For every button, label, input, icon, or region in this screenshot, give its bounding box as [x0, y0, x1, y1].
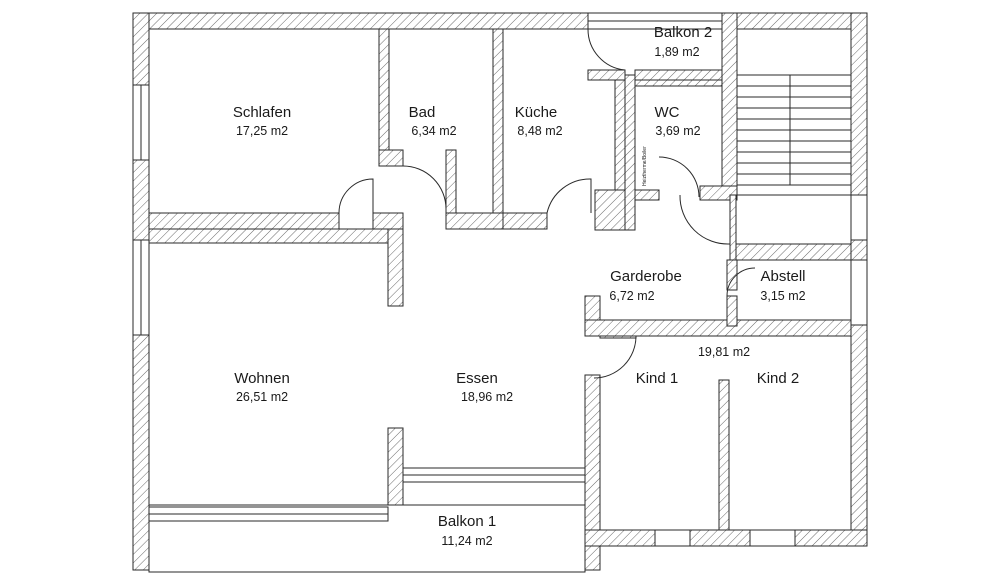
room-area-wohnen: 26,51 m2	[236, 390, 288, 404]
wall-kueche-right-upper	[614, 69, 626, 191]
room-name-schlafen: Schlafen	[233, 104, 291, 121]
outer-wall-right-upper	[850, 12, 868, 196]
wall-kueche-balkon2	[587, 69, 626, 81]
room-area-essen: 18,96 m2	[461, 390, 513, 404]
wall-wc-bottom-left	[634, 189, 660, 201]
door-abstell	[726, 267, 756, 297]
room-area-bad: 6,34 m2	[411, 124, 456, 138]
wall-bad-kueche	[492, 28, 504, 230]
doors	[338, 28, 756, 379]
room-name-wohnen: Wohnen	[234, 370, 290, 387]
room-name-balkon1: Balkon 1	[438, 513, 496, 530]
room-area-kueche: 8,48 m2	[517, 124, 562, 138]
wall-schlafen-bad	[378, 28, 390, 167]
outer-wall-right-mid	[850, 239, 868, 261]
wall-wohnen-top	[148, 228, 404, 244]
door-bad	[402, 165, 447, 210]
wall-kind-bottom-1	[584, 529, 656, 547]
wall-kind-bottom-2	[689, 529, 751, 547]
room-area-garderobe: 6,72 m2	[609, 289, 654, 303]
wall-stair-left	[729, 194, 737, 261]
windows	[132, 12, 868, 573]
room-name-balkon2: Balkon 2	[654, 24, 712, 41]
outer-wall-right-lower	[850, 324, 868, 546]
wall-garderobe-abstell-lower	[726, 295, 738, 327]
room-name-abstell: Abstell	[760, 268, 805, 285]
room-name-essen: Essen	[456, 370, 498, 387]
room-area-flur: 19,81 m2	[698, 345, 750, 359]
outer-wall-left-lower	[132, 334, 150, 571]
outer-wall-left-mid	[132, 159, 150, 241]
room-name-garderobe: Garderobe	[610, 268, 682, 285]
wall-wc-top	[634, 79, 723, 87]
outer-wall-left-upper	[132, 12, 150, 86]
room-area-balkon1: 11,24 m2	[441, 534, 492, 548]
wall-garderobe-bottom	[584, 319, 852, 337]
stair-outline	[736, 28, 852, 196]
door-kind1	[593, 335, 637, 379]
room-name-wc: WC	[655, 104, 680, 121]
window-kind2	[749, 529, 796, 547]
staircase	[736, 28, 852, 196]
room-area-wc: 3,69 m2	[655, 124, 700, 138]
wall-kind-divider	[718, 379, 730, 546]
door-wc	[658, 156, 700, 198]
room-area-abstell: 3,15 m2	[760, 289, 805, 303]
wall-balkon2-bottom	[634, 69, 723, 81]
wall-schlafen-bottom	[148, 212, 340, 230]
fixture-label: Heiztherme/Boiler	[642, 146, 648, 186]
door-abstell-stair	[679, 194, 731, 245]
walls	[132, 12, 868, 571]
room-name-bad: Bad	[409, 104, 436, 121]
room-name-kind1: Kind 1	[636, 370, 679, 387]
room-area-schlafen: 17,25 m2	[236, 124, 288, 138]
window-kind1	[654, 529, 691, 547]
outer-wall-top-right	[721, 12, 868, 30]
wall-schlafen-bottom-right	[372, 212, 404, 230]
wall-wohnen-right-upper	[387, 228, 404, 307]
room-name-kueche: Küche	[515, 104, 558, 121]
wall-bad-corner	[378, 149, 404, 167]
wall-balkon2-right	[721, 12, 738, 196]
wall-kind-bottom-3	[794, 529, 868, 547]
door-schlafen	[338, 178, 374, 214]
wall-kind1-top	[599, 335, 637, 339]
room-area-balkon2: 1,89 m2	[654, 45, 699, 59]
room-labels: Schlafen 17,25 m2 Bad 6,34 m2 Küche 8,48…	[233, 24, 806, 548]
wall-bad-bottom	[445, 212, 504, 230]
outer-wall-top-left	[132, 12, 589, 30]
room-name-kind2: Kind 2	[757, 370, 800, 387]
window-right-stair	[850, 194, 868, 241]
door-kueche	[546, 178, 592, 214]
door-balkon2	[587, 28, 626, 71]
window-right-abstell	[850, 259, 868, 326]
wall-stair-bottom	[729, 243, 852, 261]
wall-wc-left	[624, 74, 636, 231]
wall-kueche-bottom	[502, 212, 548, 230]
